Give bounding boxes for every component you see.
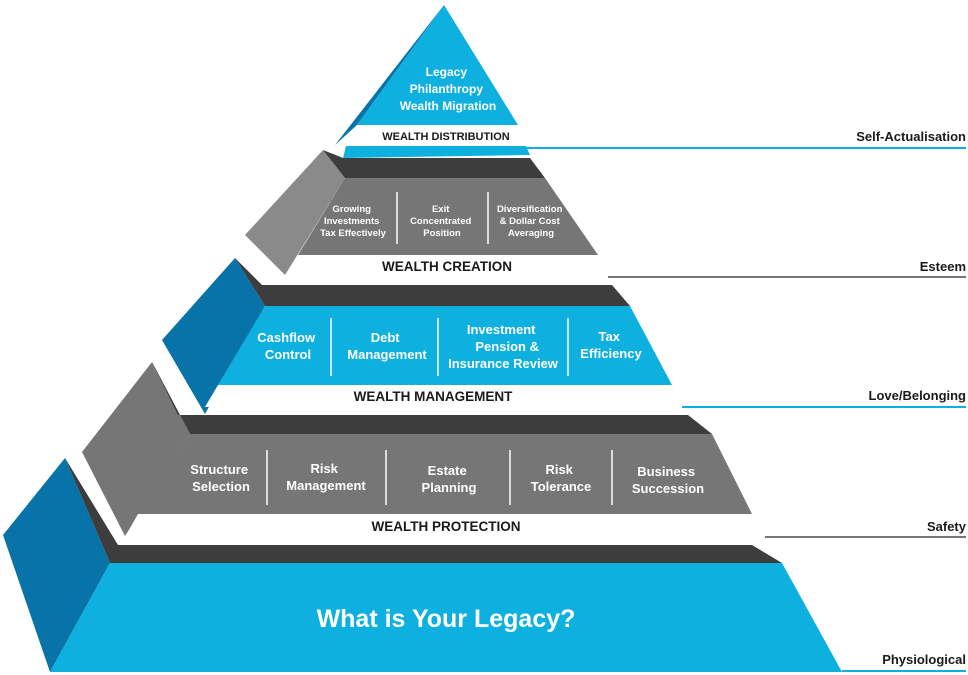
management-item-investment-review: Investment Pension & Insurance Review bbox=[448, 322, 559, 371]
protection-front-face bbox=[138, 434, 752, 514]
creation-band bbox=[285, 255, 608, 277]
protection-item-business-succession: Business Succession bbox=[632, 464, 704, 496]
creation-top-ledge bbox=[323, 150, 545, 178]
item-line: Selection bbox=[192, 479, 250, 494]
distribution-band-label: WEALTH DISTRIBUTION bbox=[382, 131, 510, 143]
item-line: Risk bbox=[545, 462, 573, 477]
item-line: Risk bbox=[310, 461, 338, 476]
item-line: Efficiency bbox=[580, 346, 642, 361]
item-line: Debt bbox=[371, 330, 401, 345]
tier-protection: WEALTH PROTECTION Structure Selection Ri… bbox=[82, 362, 765, 537]
item-line: Investment bbox=[467, 322, 536, 337]
item-line: Diversification bbox=[497, 204, 563, 215]
item-line: Growing bbox=[332, 204, 371, 215]
distribution-items: Legacy Philanthropy Wealth Migration bbox=[400, 65, 496, 113]
side-label-love-belonging: Love/Belonging bbox=[869, 388, 967, 403]
item-line: Succession bbox=[632, 481, 704, 496]
management-left-face bbox=[162, 258, 265, 414]
protection-band bbox=[125, 514, 765, 537]
legacy-headline: What is Your Legacy? bbox=[317, 605, 576, 633]
item-line: Exit bbox=[432, 204, 450, 215]
side-label-safety: Safety bbox=[927, 519, 967, 534]
tier-distribution: WEALTH DISTRIBUTION Legacy Philanthropy … bbox=[335, 5, 530, 158]
tier-management: WEALTH MANAGEMENT Cashflow Control Debt … bbox=[162, 258, 682, 414]
distribution-band bbox=[346, 125, 526, 146]
protection-band-label: WEALTH PROTECTION bbox=[372, 519, 521, 534]
item-line: Legacy bbox=[426, 65, 468, 79]
distribution-front-face bbox=[357, 5, 518, 125]
item-line: Planning bbox=[422, 480, 477, 495]
item-line: Control bbox=[265, 347, 311, 362]
protection-left-face bbox=[82, 362, 190, 536]
item-line: Investments bbox=[324, 216, 379, 227]
item-line: Cashflow bbox=[257, 330, 316, 345]
tier-creation: WEALTH CREATION Growing Investments Tax … bbox=[245, 150, 608, 277]
management-band bbox=[205, 385, 682, 407]
item-line: Pension & bbox=[475, 339, 539, 354]
protection-item-estate-planning: Estate Planning bbox=[422, 463, 477, 495]
creation-left-face bbox=[245, 150, 345, 275]
side-label-esteem: Esteem bbox=[920, 259, 966, 274]
item-line: Management bbox=[286, 478, 366, 493]
item-line: Philanthropy bbox=[410, 82, 484, 96]
management-item-debt-management: Debt Management bbox=[347, 330, 427, 362]
needs-labels: Self-Actualisation Esteem Love/Belonging… bbox=[526, 129, 967, 672]
tier-legacy: What is Your Legacy? bbox=[3, 458, 842, 672]
item-line: Tax Effectively bbox=[320, 228, 387, 239]
item-line: Business bbox=[637, 464, 695, 479]
protection-item-risk-management: Risk Management bbox=[286, 461, 366, 493]
legacy-front-face bbox=[50, 563, 842, 672]
creation-front-face bbox=[298, 178, 598, 255]
management-item-tax-efficiency: Tax Efficiency bbox=[580, 329, 642, 361]
legacy-left-face bbox=[3, 458, 110, 672]
item-line: Position bbox=[423, 228, 461, 239]
item-line: Averaging bbox=[508, 228, 554, 239]
creation-item-growing-investments: Growing Investments Tax Effectively bbox=[320, 204, 387, 239]
item-line: Wealth Migration bbox=[400, 99, 496, 113]
item-line: Insurance Review bbox=[448, 356, 559, 371]
distribution-left-face bbox=[335, 5, 444, 145]
management-top-ledge bbox=[235, 258, 630, 306]
distribution-ledge bbox=[343, 146, 530, 158]
legacy-top-ledge bbox=[65, 458, 782, 563]
item-line: & Dollar Cost bbox=[500, 216, 561, 227]
protection-item-structure-selection: Structure Selection bbox=[190, 462, 251, 494]
item-line: Tolerance bbox=[531, 479, 591, 494]
side-label-self-actualisation: Self-Actualisation bbox=[856, 129, 966, 144]
item-line: Concentrated bbox=[410, 216, 471, 227]
item-line: Management bbox=[347, 347, 427, 362]
protection-top-ledge bbox=[152, 362, 712, 434]
protection-item-risk-tolerance: Risk Tolerance bbox=[531, 462, 591, 494]
item-line: Estate bbox=[428, 463, 467, 478]
management-item-cashflow-control: Cashflow Control bbox=[257, 330, 318, 362]
creation-item-exit-concentrated: Exit Concentrated Position bbox=[410, 204, 474, 239]
item-line: Structure bbox=[190, 462, 248, 477]
creation-band-label: WEALTH CREATION bbox=[382, 259, 512, 274]
management-band-label: WEALTH MANAGEMENT bbox=[354, 389, 513, 404]
side-label-physiological: Physiological bbox=[882, 652, 966, 667]
creation-item-diversification: Diversification & Dollar Cost Averaging bbox=[497, 204, 565, 239]
item-line: Tax bbox=[598, 329, 620, 344]
